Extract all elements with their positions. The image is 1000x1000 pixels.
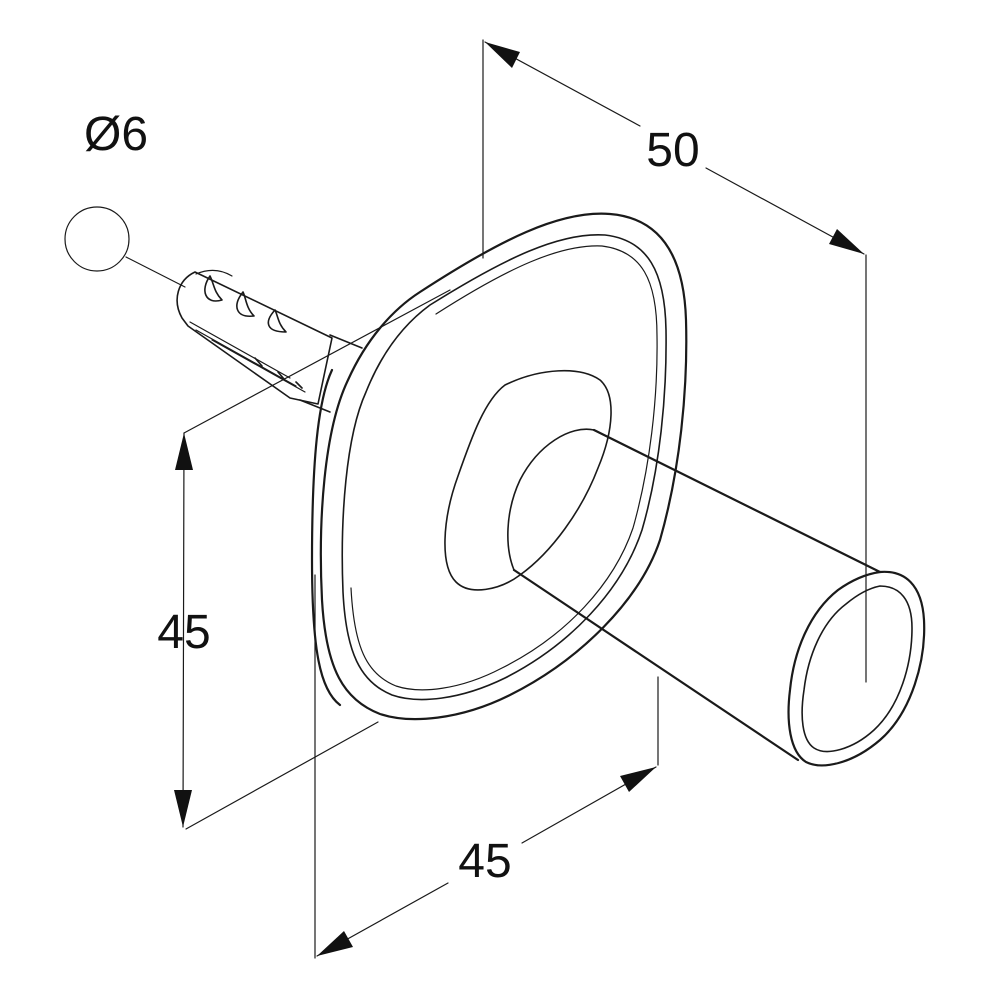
rosette-outer-face — [319, 212, 688, 721]
width-arrow-left — [317, 931, 353, 956]
arm-end-cap-inner — [801, 585, 913, 753]
plug-groove-3 — [211, 339, 306, 393]
plug-fin-2 — [236, 291, 255, 317]
screw-shaft-top — [329, 334, 363, 349]
height-dimension-line — [182, 432, 185, 828]
plug-ridge-1 — [195, 269, 233, 277]
height-dimension: 45 — [157, 289, 451, 830]
depth-arrow-right — [829, 229, 864, 254]
hook-arm — [507, 428, 926, 767]
width-label: 45 — [458, 835, 511, 888]
plug-tick-1 — [254, 357, 263, 367]
plug-fin-1 — [204, 275, 223, 302]
height-arrow-bottom — [174, 790, 192, 827]
diameter-leader-line — [125, 256, 186, 288]
wall-plug-body — [176, 271, 333, 405]
diameter-circle — [64, 206, 130, 272]
plug-groove-1 — [189, 321, 291, 379]
diameter-label: Ø6 — [84, 108, 148, 161]
arm-base-curve — [507, 428, 595, 571]
rosette-rear-edge — [310, 368, 342, 707]
arm-end-cap — [787, 570, 926, 767]
arm-bottom-edge — [512, 568, 800, 762]
rosette-chamfer-ring — [341, 233, 667, 701]
depth-arrow-left — [485, 42, 520, 68]
depth-dimension: 50 — [482, 39, 867, 683]
height-arrow-top — [175, 433, 193, 470]
rosette-inner-line — [350, 245, 658, 691]
arm-top-edge — [592, 428, 882, 574]
plug-groove-2 — [195, 329, 297, 387]
width-arrow-right — [620, 767, 656, 792]
wall-rosette — [310, 212, 688, 721]
depth-label: 50 — [646, 124, 699, 177]
diameter-callout: Ø6 — [64, 108, 186, 288]
plug-fin-3 — [267, 309, 287, 333]
height-extension-line-top — [183, 289, 451, 434]
height-extension-line-bottom — [185, 721, 379, 830]
screw-plug — [176, 269, 363, 413]
height-label: 45 — [157, 606, 210, 659]
plug-tick-2 — [277, 371, 285, 380]
rosette-center-boss — [444, 369, 612, 591]
plug-tick-3 — [295, 381, 303, 389]
